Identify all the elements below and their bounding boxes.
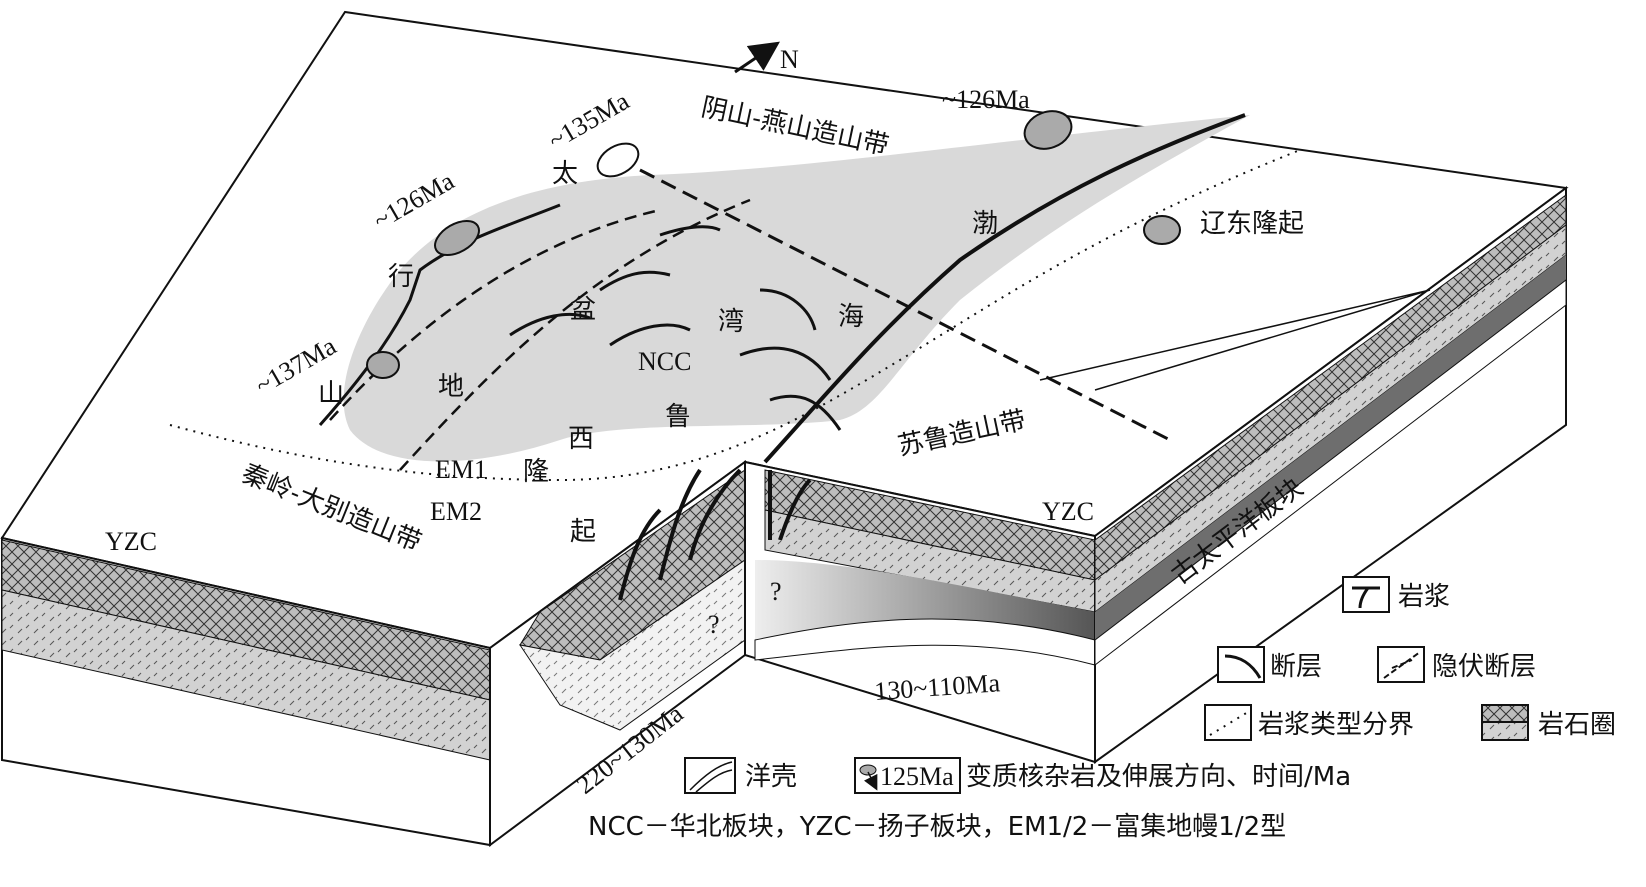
label-long: 隆: [523, 457, 549, 487]
taihang-fault: [318, 203, 561, 426]
label-lu: 鲁: [665, 402, 691, 432]
svg-text:岩石圈: 岩石圈: [1538, 710, 1616, 740]
tanlu-fault: [763, 113, 1246, 464]
svg-text:125Ma: 125Ma: [880, 762, 954, 791]
label-age-126-right: ~126Ma: [942, 85, 1030, 114]
svg-text:岩浆: 岩浆: [1398, 582, 1450, 612]
label-tai: 太: [552, 159, 578, 189]
label-em1: EM1: [435, 455, 487, 484]
subducting-slab: [755, 560, 1095, 640]
label-xi: 西: [568, 424, 594, 454]
listric-faults: [509, 225, 842, 431]
legend-magma-boundary: 岩浆类型分界: [1204, 704, 1414, 741]
svg-text:断层: 断层: [1270, 652, 1322, 682]
label-shan: 山: [318, 379, 344, 409]
label-question-2: ?: [770, 577, 782, 606]
label-yzc-right: YZC: [1042, 497, 1094, 526]
magma-dykes: [618, 468, 812, 601]
label-qi: 起: [570, 517, 596, 547]
label-wan: 湾: [718, 307, 744, 337]
legend-note: NCC－华北板块，YZC－扬子板块，EM1/2－富集地幔1/2型: [588, 812, 1286, 842]
bohai-basin-area: [343, 115, 1250, 462]
svg-text:隐伏断层: 隐伏断层: [1432, 652, 1536, 682]
core-complex-137: [366, 351, 400, 379]
legend-core-complex: 125Ma 变质核杂岩及伸展方向、时间/Ma: [854, 757, 1351, 794]
label-bo: 渤: [972, 209, 998, 239]
core-complex-liaodong: [1143, 215, 1181, 245]
label-xing: 行: [388, 262, 414, 292]
label-liaodong: 辽东隆起: [1200, 209, 1304, 239]
label-di: 地: [438, 372, 464, 402]
core-complex-126-right: [1023, 110, 1073, 150]
label-question-1: ?: [708, 610, 720, 639]
legend-lithosphere: 岩石圈: [1481, 704, 1616, 741]
svg-text:洋壳: 洋壳: [745, 762, 797, 792]
svg-text:岩浆类型分界: 岩浆类型分界: [1258, 710, 1414, 740]
north-arrow: [734, 41, 780, 74]
label-pen: 盆: [570, 295, 596, 325]
legend-hidden-fault: 隐伏断层: [1377, 646, 1536, 683]
legend-fault: 断层: [1217, 646, 1322, 683]
label-em2: EM2: [430, 497, 482, 526]
legend-magma: 岩浆: [1342, 576, 1450, 613]
subduction-boundary: [1039, 289, 1431, 391]
legend: 岩浆 断层 隐伏断层 岩浆类型分界 岩石圈 洋壳: [588, 576, 1616, 842]
hidden-fault-3: [329, 208, 661, 421]
svg-text:变质核杂岩及伸展方向、时间/Ma: 变质核杂岩及伸展方向、时间/Ma: [966, 762, 1351, 792]
label-ncc: NCC: [638, 347, 691, 376]
side-oceanic-crust: [1094, 278, 1567, 667]
core-complex-135: [596, 142, 640, 178]
label-hai: 海: [838, 302, 864, 332]
side-slab: [1095, 255, 1566, 640]
core-complex-126-left: [434, 219, 480, 257]
legend-oceanic-crust: 洋壳: [684, 757, 797, 794]
north-label: N: [780, 45, 799, 74]
hidden-fault-1: [639, 168, 1171, 442]
label-yzc-left: YZC: [105, 527, 157, 556]
